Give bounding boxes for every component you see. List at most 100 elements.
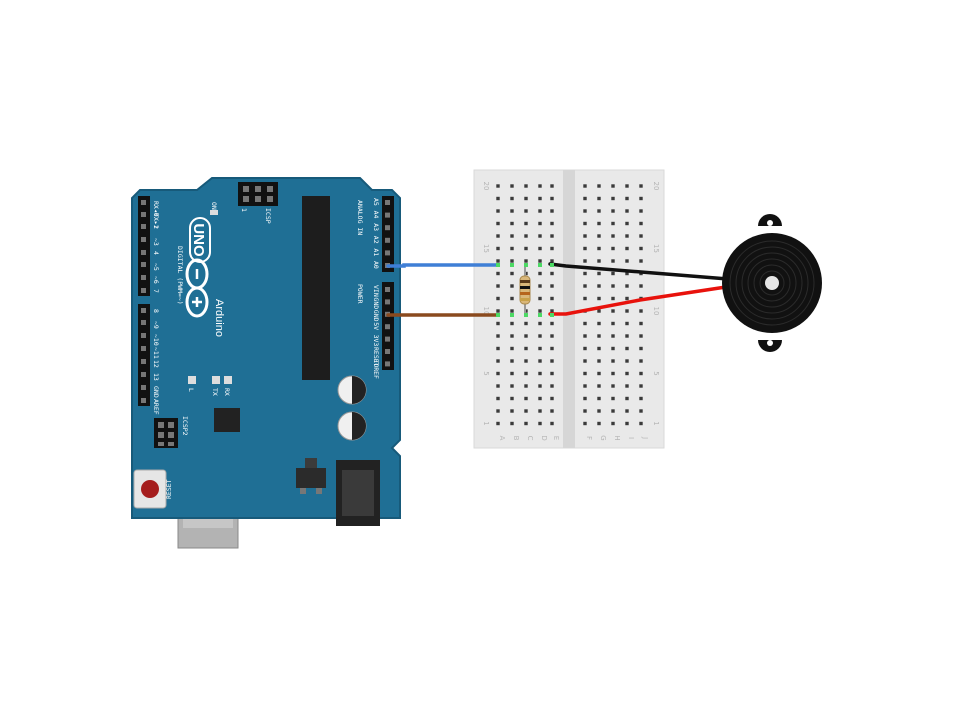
breadboard-hole[interactable] [583,296,587,301]
breadboard-hole[interactable] [496,421,500,426]
analog-pin[interactable] [385,250,390,256]
breadboard-hole[interactable] [611,359,615,363]
breadboard-hole[interactable] [639,321,643,326]
breadboard-hole[interactable] [510,259,514,263]
breadboard-hole[interactable] [611,421,615,426]
digital-pin[interactable] [141,308,146,313]
breadboard-hole[interactable] [496,359,500,363]
breadboard-hole[interactable] [538,221,542,226]
breadboard-hole[interactable] [538,184,542,188]
analog-pin[interactable] [385,212,390,218]
breadboard-hole[interactable] [583,221,587,226]
breadboard-hole[interactable] [611,296,615,301]
breadboard-hole[interactable] [524,384,528,388]
breadboard-hole[interactable] [625,184,629,188]
breadboard-hole[interactable] [625,271,629,276]
breadboard-hole[interactable] [597,421,601,426]
breadboard-hole[interactable] [583,246,587,251]
breadboard-hole[interactable] [524,221,528,226]
breadboard-hole[interactable] [597,334,601,338]
digital-pin[interactable] [141,288,146,293]
breadboard-hole[interactable] [538,321,542,326]
breadboard-hole[interactable] [639,359,643,363]
digital-pin[interactable] [141,262,146,267]
breadboard-hole[interactable] [524,209,528,213]
breadboard-hole[interactable] [611,409,615,413]
breadboard-hole[interactable] [496,271,500,276]
breadboard-hole[interactable] [583,259,587,263]
breadboard-hole[interactable] [538,234,542,238]
breadboard-hole[interactable] [611,284,615,288]
breadboard-hole[interactable] [524,184,528,188]
breadboard-hole[interactable] [550,321,554,326]
breadboard-hole[interactable] [597,209,601,213]
breadboard-hole[interactable] [524,321,528,326]
breadboard-hole[interactable] [550,334,554,338]
breadboard-hole[interactable] [550,371,554,376]
digital-pin[interactable] [141,346,146,351]
breadboard-hole[interactable] [639,221,643,226]
breadboard-hole[interactable] [538,384,542,388]
breadboard-hole[interactable] [510,246,514,251]
breadboard-hole[interactable] [611,234,615,238]
breadboard-hole[interactable] [510,359,514,363]
breadboard-hole[interactable] [625,409,629,413]
breadboard-hole[interactable] [510,296,514,301]
breadboard-hole[interactable] [597,284,601,288]
breadboard-hole[interactable] [583,321,587,326]
breadboard-hole[interactable] [611,371,615,376]
breadboard-hole[interactable] [597,234,601,238]
breadboard-hole[interactable] [550,271,554,276]
breadboard-hole[interactable] [510,221,514,226]
breadboard-hole[interactable] [510,409,514,413]
breadboard-hole[interactable] [597,259,601,263]
digital-pin[interactable] [141,224,146,229]
digital-pin[interactable] [141,200,146,205]
breadboard-hole[interactable] [583,371,587,376]
breadboard-hole[interactable] [510,346,514,351]
breadboard-hole[interactable] [550,346,554,351]
breadboard-hole[interactable] [538,296,542,301]
breadboard-hole[interactable] [597,321,601,326]
breadboard-hole[interactable] [496,396,500,401]
breadboard-hole[interactable] [510,196,514,201]
digital-pin[interactable] [141,212,146,217]
breadboard-hole[interactable] [639,421,643,426]
breadboard-hole[interactable] [496,296,500,301]
breadboard-hole[interactable] [611,346,615,351]
breadboard-hole[interactable] [510,184,514,188]
breadboard-hole[interactable] [639,346,643,351]
breadboard-hole[interactable] [496,321,500,326]
breadboard-hole[interactable] [625,346,629,351]
breadboard-hole[interactable] [639,309,643,313]
breadboard-hole[interactable] [597,359,601,363]
breadboard-hole[interactable] [611,246,615,251]
breadboard-hole[interactable] [550,384,554,388]
breadboard-hole[interactable] [496,284,500,288]
breadboard-hole[interactable] [538,359,542,363]
breadboard-hole[interactable] [639,234,643,238]
breadboard-hole[interactable] [496,259,500,263]
breadboard-hole[interactable] [583,346,587,351]
breadboard-hole[interactable] [625,246,629,251]
breadboard-hole[interactable] [510,321,514,326]
breadboard-hole[interactable] [611,384,615,388]
breadboard-hole[interactable] [538,346,542,351]
breadboard-hole[interactable] [625,309,629,313]
breadboard-hole[interactable] [639,334,643,338]
breadboard-hole[interactable] [597,384,601,388]
breadboard-hole[interactable] [597,346,601,351]
breadboard-hole[interactable] [550,196,554,201]
breadboard-hole[interactable] [639,409,643,413]
breadboard-hole[interactable] [496,246,500,251]
breadboard-hole[interactable] [597,196,601,201]
breadboard-hole[interactable] [583,421,587,426]
breadboard-hole[interactable] [611,221,615,226]
breadboard-hole[interactable] [597,371,601,376]
breadboard-hole[interactable] [550,309,554,313]
digital-pin[interactable] [141,398,146,403]
breadboard-hole[interactable] [538,421,542,426]
breadboard-hole[interactable] [496,309,500,313]
breadboard-hole[interactable] [639,246,643,251]
breadboard-hole[interactable] [524,359,528,363]
